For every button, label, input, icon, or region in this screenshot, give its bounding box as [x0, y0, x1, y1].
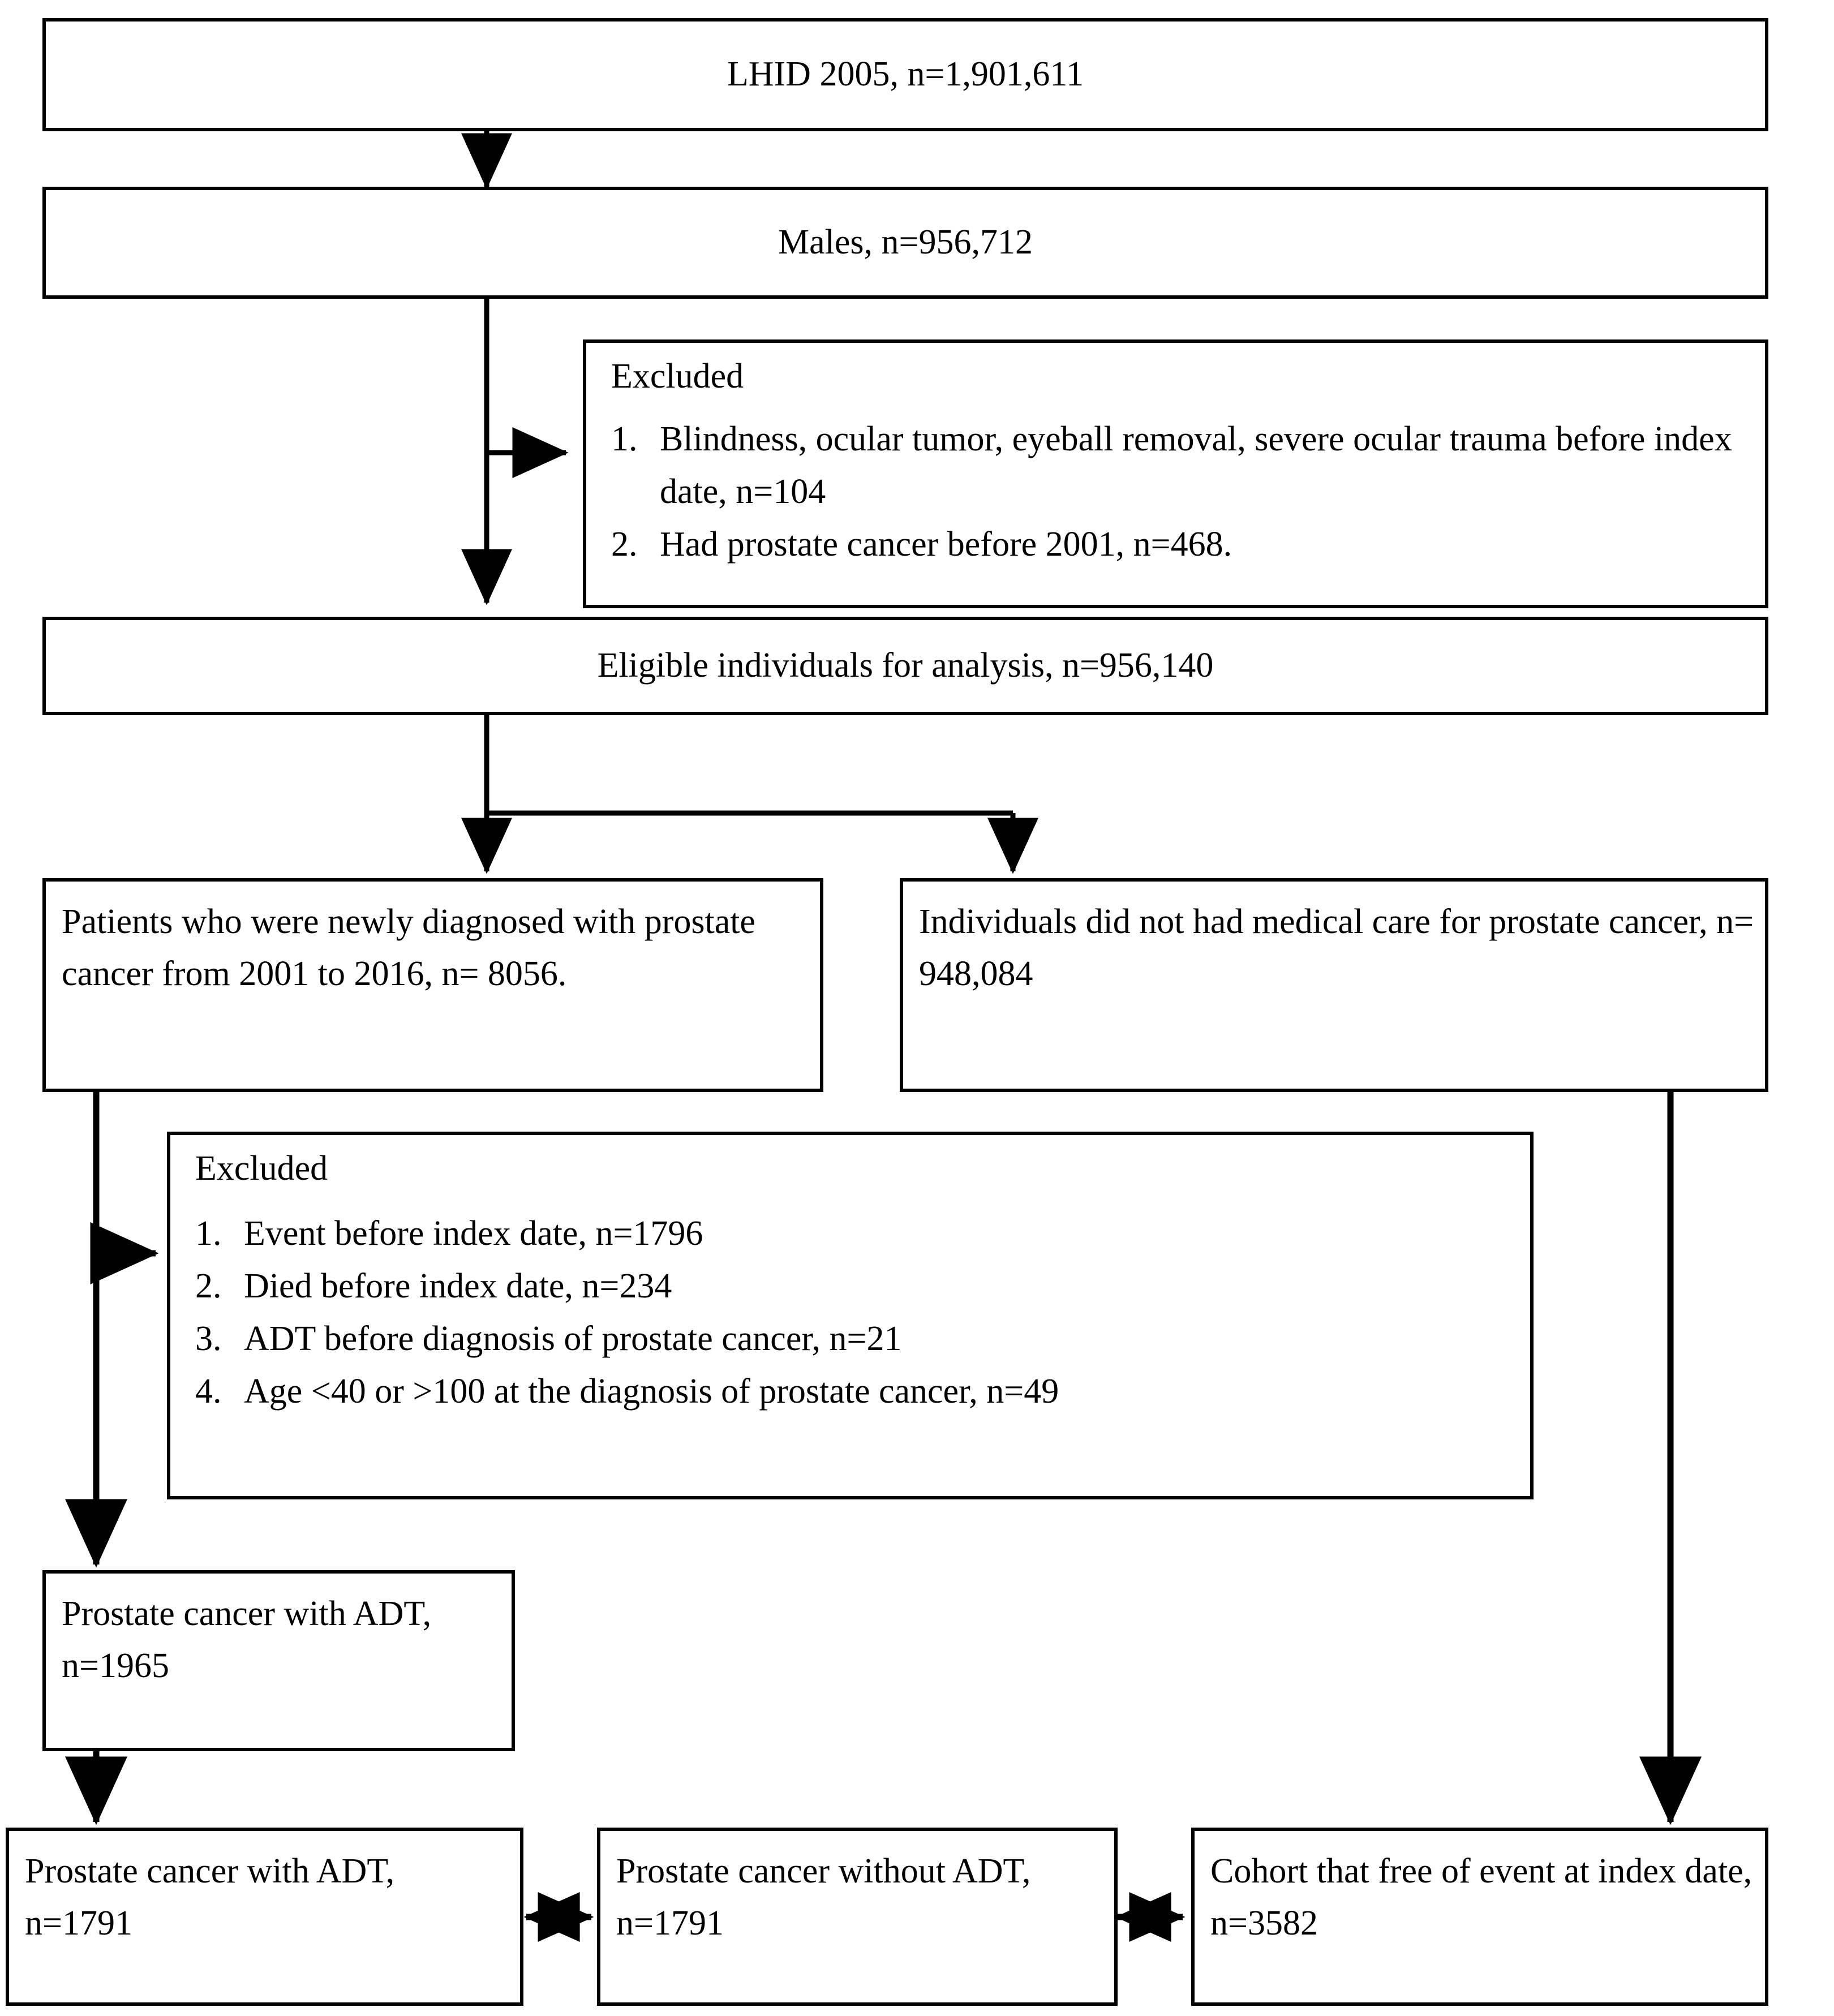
excluded-second-list: 1. Event before index date, n=1796 2. Di… — [195, 1207, 1507, 1418]
connector-diagnosed-down — [65, 1092, 159, 1568]
list-item-number: 1. — [611, 420, 638, 458]
node-cohort-free-event-label: Cohort that free of event at index date,… — [1210, 1852, 1761, 1942]
node-no-medical-care-label: Individuals did not had medical care for… — [919, 902, 1763, 993]
node-pc-adt-1791-label: Prostate cancer with ADT, n=1791 — [25, 1852, 403, 1942]
node-excluded-second[interactable]: Excluded 1. Event before index date, n=1… — [167, 1132, 1534, 1499]
list-item: 1. Blindness, ocular tumor, eyeball remo… — [611, 413, 1742, 518]
list-item: 2. Had prostate cancer before 2001, n=46… — [611, 518, 1742, 571]
list-item-number: 2. — [611, 525, 638, 564]
node-source-cohort-label: LHID 2005, n=1,901,611 — [727, 55, 1084, 94]
node-newly-diagnosed[interactable]: Patients who were newly diagnosed with p… — [42, 878, 823, 1092]
connector-eligible-fork — [461, 715, 1038, 874]
node-eligible-individuals[interactable]: Eligible individuals for analysis, n=956… — [42, 617, 1768, 715]
node-pc-without-adt-1791[interactable]: Prostate cancer without ADT, n=1791 — [597, 1828, 1118, 2006]
list-item: 3. ADT before diagnosis of prostate canc… — [195, 1313, 1507, 1365]
list-item-text: Died before index date, n=234 — [244, 1267, 672, 1305]
list-item-text: Had prostate cancer before 2001, n=468. — [660, 525, 1232, 564]
list-item-number: 4. — [195, 1372, 222, 1411]
node-no-medical-care[interactable]: Individuals did not had medical care for… — [900, 878, 1768, 1092]
list-item: 1. Event before index date, n=1796 — [195, 1207, 1507, 1260]
list-item-text: Age <40 or >100 at the diagnosis of pros… — [244, 1372, 1059, 1411]
node-males-label: Males, n=956,712 — [778, 223, 1033, 262]
list-item: 4. Age <40 or >100 at the diagnosis of p… — [195, 1365, 1507, 1418]
node-newly-diagnosed-label: Patients who were newly diagnosed with p… — [62, 902, 764, 993]
list-item-text: Blindness, ocular tumor, eyeball removal… — [660, 420, 1732, 511]
list-item-number: 2. — [195, 1267, 222, 1305]
list-item-text: ADT before diagnosis of prostate cancer,… — [244, 1319, 902, 1358]
node-males[interactable]: Males, n=956,712 — [42, 187, 1768, 299]
list-item: 2. Died before index date, n=234 — [195, 1260, 1507, 1313]
list-item-number: 3. — [195, 1319, 222, 1358]
node-excluded-second-title: Excluded — [195, 1149, 328, 1188]
list-item-number: 1. — [195, 1214, 222, 1253]
node-source-cohort[interactable]: LHID 2005, n=1,901,611 — [42, 18, 1768, 131]
node-eligible-individuals-label: Eligible individuals for analysis, n=956… — [597, 646, 1214, 685]
node-pc-adt-1965[interactable]: Prostate cancer with ADT, n=1965 — [42, 1570, 515, 1751]
excluded-first-list: 1. Blindness, ocular tumor, eyeball remo… — [611, 413, 1742, 571]
node-pc-without-adt-1791-label: Prostate cancer without ADT, n=1791 — [616, 1852, 1040, 1942]
list-item-text: Event before index date, n=1796 — [244, 1214, 703, 1253]
node-excluded-first-title: Excluded — [611, 357, 744, 396]
node-pc-adt-1965-label: Prostate cancer with ADT, n=1965 — [62, 1594, 440, 1685]
node-cohort-free-event[interactable]: Cohort that free of event at index date,… — [1191, 1828, 1768, 2006]
node-pc-adt-1791[interactable]: Prostate cancer with ADT, n=1791 — [6, 1828, 523, 2006]
node-excluded-first[interactable]: Excluded 1. Blindness, ocular tumor, eye… — [583, 339, 1768, 608]
